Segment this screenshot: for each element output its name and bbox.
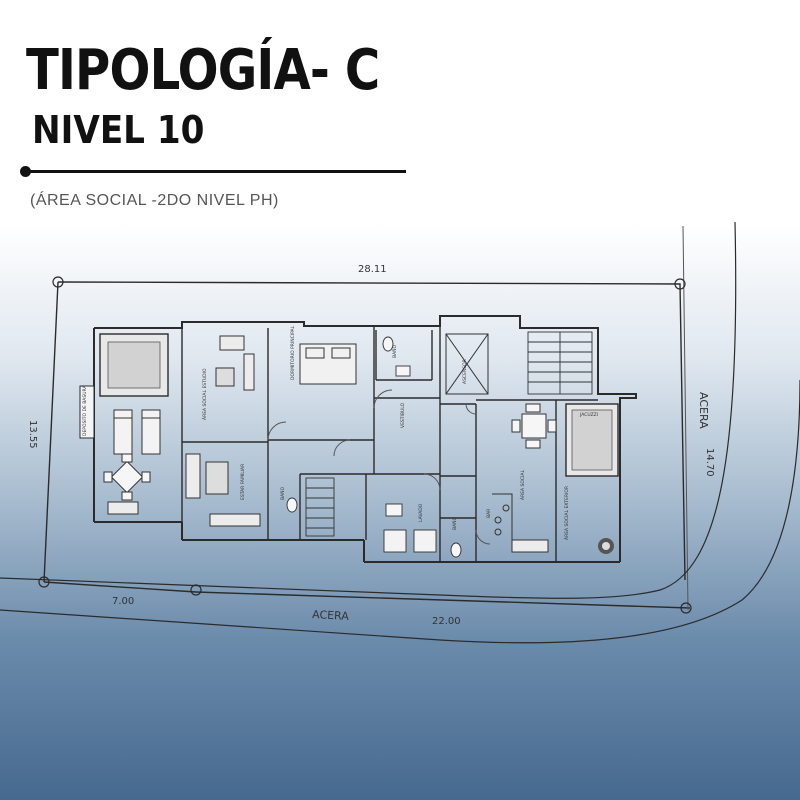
room-label-family: ESTAR FAMILIAR [240, 464, 246, 500]
sofas [107, 335, 549, 553]
family-table [205, 461, 229, 495]
master-bed [299, 343, 357, 385]
room-label-storage: DEPÓSITO DE BASURA [81, 385, 88, 436]
header: TIPOLOGÍA- C NIVEL 10 (ÁREA SOCIAL -2DO … [0, 0, 800, 230]
room-label-master-bed: DORMITORIO PRINCIPAL [290, 325, 296, 380]
sun-loungers [113, 409, 161, 455]
room-label-social-terrace: ÁREA SOCIAL EXTERIOR [563, 486, 570, 540]
room-label-bath-3: BAÑO [451, 516, 458, 530]
pool-left [99, 333, 169, 397]
room-label-social-right: ÁREA SOCIAL [519, 469, 526, 500]
street-label-right: ACERA [697, 392, 710, 429]
floor-plan: 28.11 13.55 14.70 7.00 22.00 ACERA ACERA [0, 221, 800, 644]
room-label-bar: BAR [486, 509, 492, 518]
divider-dot [20, 166, 31, 177]
staircase-main [527, 331, 593, 395]
room-label-bath-2: BAÑO [279, 486, 286, 500]
room-label-elevator: ASCENSOR [462, 359, 468, 384]
room-label-jacuzzi: JACUZZI [579, 412, 598, 418]
room-label-laundry: LAVADO [418, 503, 424, 522]
plant [598, 538, 614, 554]
street-label-bottom: ACERA [312, 608, 350, 623]
area-note: (ÁREA SOCIAL -2DO NIVEL PH) [30, 192, 279, 209]
lot-boundary [0, 221, 800, 644]
elevator [445, 333, 489, 395]
storage-box [79, 385, 95, 439]
dimension-top: 28.11 [358, 264, 387, 275]
bathroom-fixtures [286, 336, 462, 558]
page-title: TIPOLOGÍA- C [26, 38, 380, 103]
dining-table-right [511, 403, 557, 449]
room-label-bath-1: BAÑO [391, 344, 398, 358]
dimension-bottom-left: 7.00 [112, 596, 134, 607]
room-label-social-left: ÁREA SOCIAL ESTUDIO [201, 368, 208, 420]
coffee-table [215, 367, 235, 387]
dimension-left: 13.55 [27, 420, 38, 449]
door-swings [267, 389, 491, 545]
dimension-right: 14.70 [704, 448, 715, 477]
room-label-vestibule: VESTIBULO [400, 402, 406, 428]
interior-walls [181, 326, 598, 562]
divider-line [26, 170, 406, 173]
staircase-service [305, 477, 335, 537]
laundry-machines [383, 529, 437, 553]
building-walls [93, 315, 637, 563]
bar-counter [492, 493, 513, 540]
dimension-bottom-right: 22.00 [432, 616, 461, 627]
level-subtitle: NIVEL 10 [32, 108, 205, 152]
dining-table-left [103, 453, 151, 501]
jacuzzi-right [565, 403, 619, 477]
lot-corner-markers [38, 276, 692, 614]
